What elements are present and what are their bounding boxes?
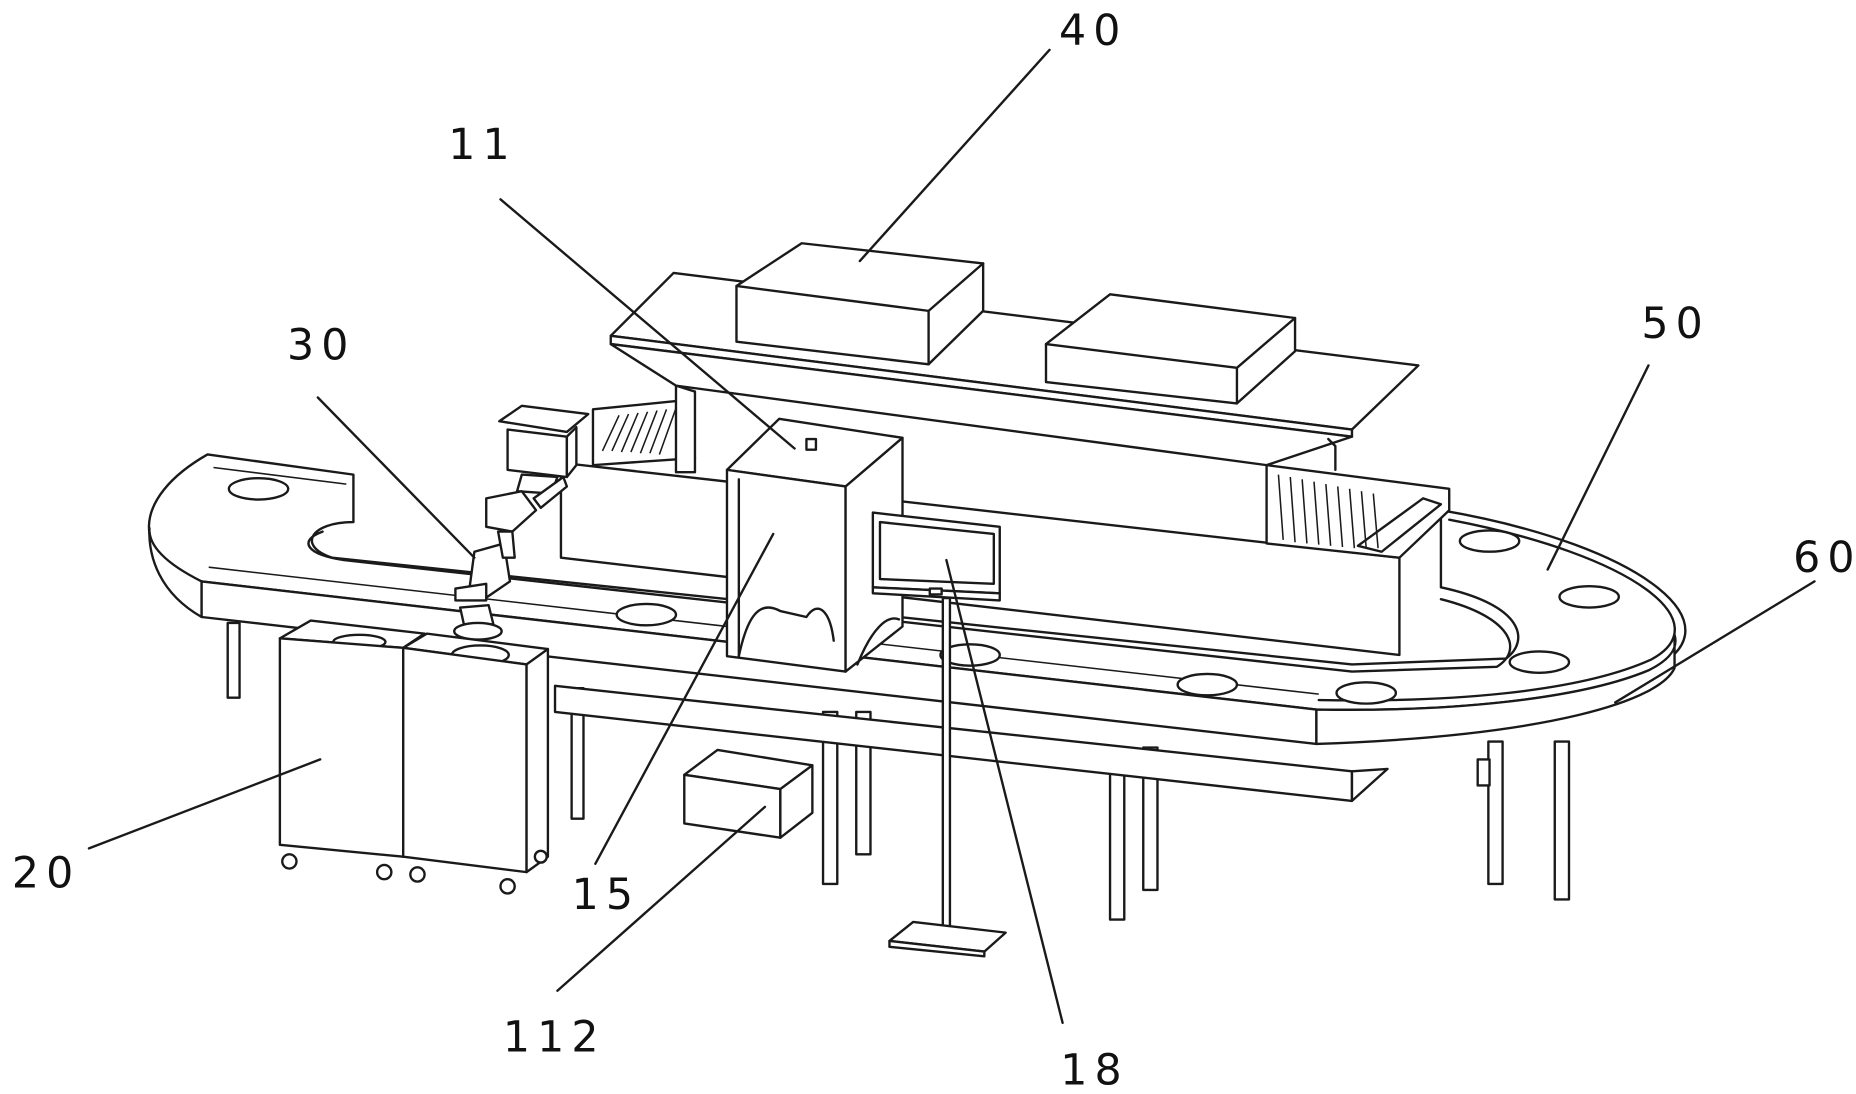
label-112: 112	[503, 1012, 606, 1062]
top-shelf	[609, 271, 1420, 474]
label-40: 40	[1059, 6, 1128, 56]
label-15: 15	[572, 870, 641, 920]
leader-lines	[87, 48, 1816, 1024]
conveyor-track	[147, 453, 1687, 746]
label-30: 30	[287, 321, 356, 371]
label-50: 50	[1641, 299, 1710, 349]
label-18: 18	[1060, 1045, 1129, 1094]
support-legs	[226, 621, 1571, 921]
small-box-112	[683, 748, 814, 839]
label-11: 11	[448, 120, 517, 170]
monitor-stand	[871, 511, 1007, 958]
left-grille	[601, 407, 677, 455]
reference-numerals: 40 11 30 50 60 20 15 112 18	[12, 6, 1856, 1094]
top-box-40	[735, 242, 985, 366]
storage-carts	[278, 619, 550, 895]
top-box-right	[1044, 293, 1297, 405]
lower-frame	[553, 684, 1389, 803]
robot-arm	[453, 404, 590, 641]
label-60: 60	[1793, 533, 1856, 583]
label-20: 20	[12, 849, 81, 899]
right-grille	[1277, 474, 1443, 553]
